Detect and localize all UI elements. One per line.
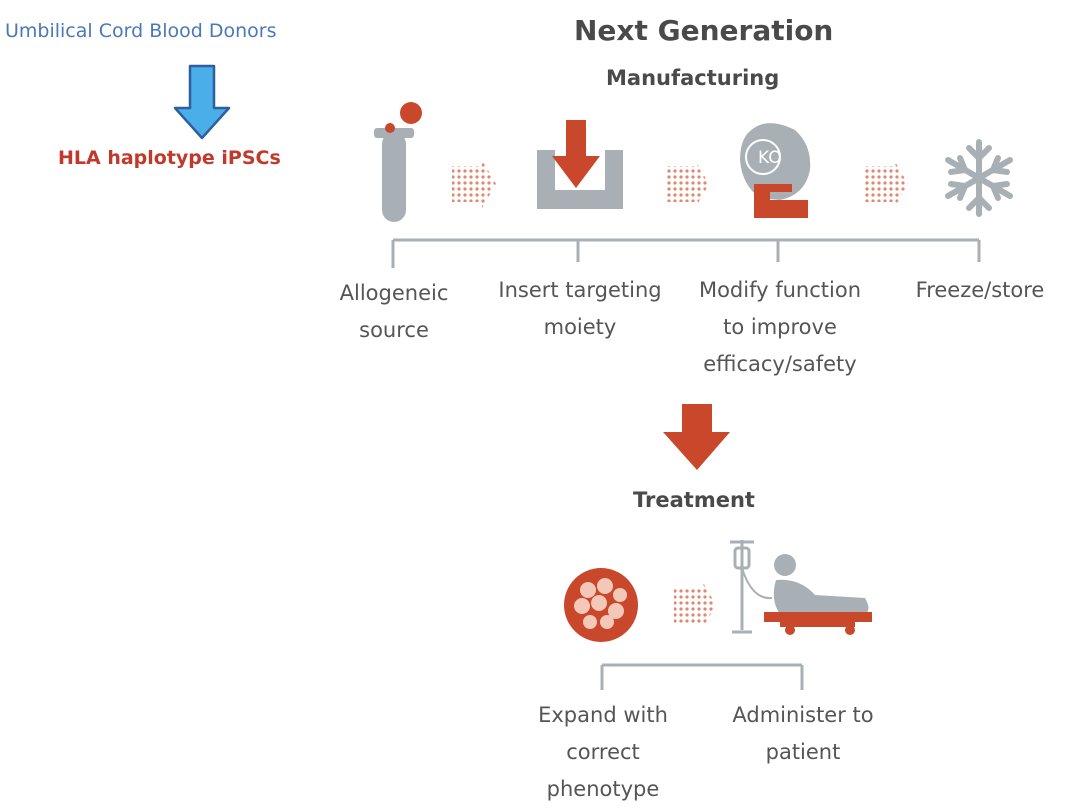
- blue-down-arrow-icon: [173, 64, 231, 140]
- test-tube-icon: [374, 102, 422, 222]
- step-administer: Administer to patient: [732, 703, 874, 764]
- ipsc-label: HLA haplotype iPSCs: [58, 147, 281, 169]
- donors-label: Umbilical Cord Blood Donors: [5, 20, 277, 42]
- manufacturing-heading: Manufacturing: [606, 66, 780, 90]
- dotted-arrow-icon: [674, 581, 716, 629]
- snowflake-icon: [945, 139, 1013, 217]
- cell-cluster-icon: [564, 568, 638, 642]
- patient-bed-icon: [730, 540, 872, 635]
- manufacturing-bracket: [391, 238, 981, 268]
- knockout-label: KO: [758, 148, 782, 168]
- insert-tray-icon: [537, 120, 623, 209]
- step-freeze-store: Freeze/store: [915, 278, 1045, 302]
- step-insert-targeting: Insert targeting moiety: [498, 278, 662, 339]
- diagram-title: Next Generation: [574, 14, 834, 47]
- treatment-heading: Treatment: [633, 488, 755, 512]
- step-modify-function: Modify function to improve efficacy/safe…: [698, 278, 862, 376]
- red-down-arrow-icon: [663, 404, 730, 470]
- dotted-arrow-icon: [665, 160, 709, 208]
- step-expand: Expand with correct phenotype: [538, 703, 668, 801]
- dotted-arrow-icon: [452, 160, 496, 208]
- treatment-bracket: [600, 663, 804, 690]
- dotted-arrow-icon: [864, 160, 908, 208]
- step-allogeneic-source: Allogeneic source: [339, 281, 449, 342]
- knockout-glove-icon: KO: [740, 123, 811, 218]
